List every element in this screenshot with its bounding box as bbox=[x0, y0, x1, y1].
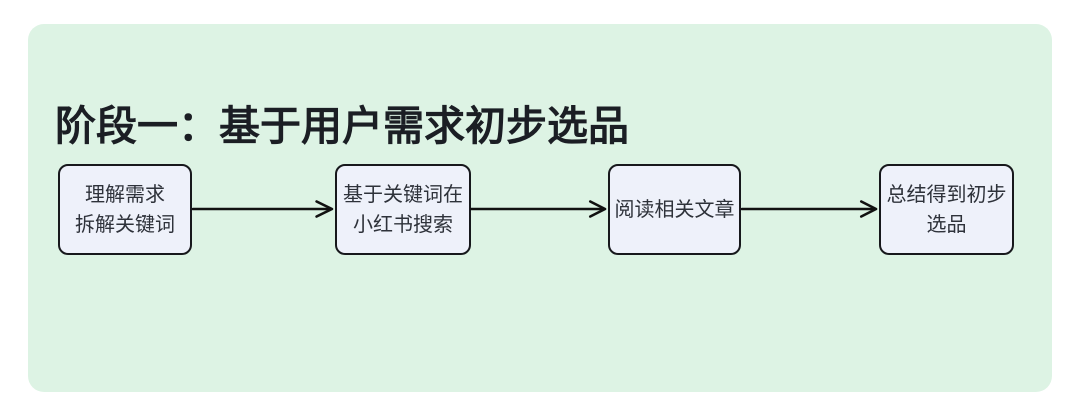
flow-step-label: 总结得到初步 选品 bbox=[886, 183, 1007, 236]
flow-arrow bbox=[192, 198, 335, 220]
flow-step-summarize-selection: 总结得到初步 选品 bbox=[879, 164, 1014, 255]
flow-arrow bbox=[741, 198, 879, 220]
flow-step-label: 基于关键词在 小红书搜索 bbox=[343, 183, 463, 236]
right-arrow-icon bbox=[192, 200, 334, 218]
right-arrow-icon bbox=[470, 200, 607, 218]
flow-step-read-articles: 阅读相关文章 bbox=[608, 164, 741, 255]
phase-one-panel: 阶段一：基于用户需求初步选品 理解需求 拆解关键词 基于关键词在 小红书搜索 bbox=[28, 24, 1052, 392]
right-arrow-icon bbox=[741, 200, 878, 218]
flow-step-search-xiaohongshu: 基于关键词在 小红书搜索 bbox=[335, 164, 471, 255]
flow-arrow bbox=[470, 198, 608, 220]
flow-step-understand-needs: 理解需求 拆解关键词 bbox=[58, 164, 192, 255]
flow-step-label: 理解需求 拆解关键词 bbox=[75, 183, 175, 236]
flow-diagram: 理解需求 拆解关键词 基于关键词在 小红书搜索 阅读相关文章 bbox=[28, 164, 1052, 255]
panel-title: 阶段一：基于用户需求初步选品 bbox=[55, 103, 629, 149]
flow-step-label: 阅读相关文章 bbox=[614, 198, 735, 221]
